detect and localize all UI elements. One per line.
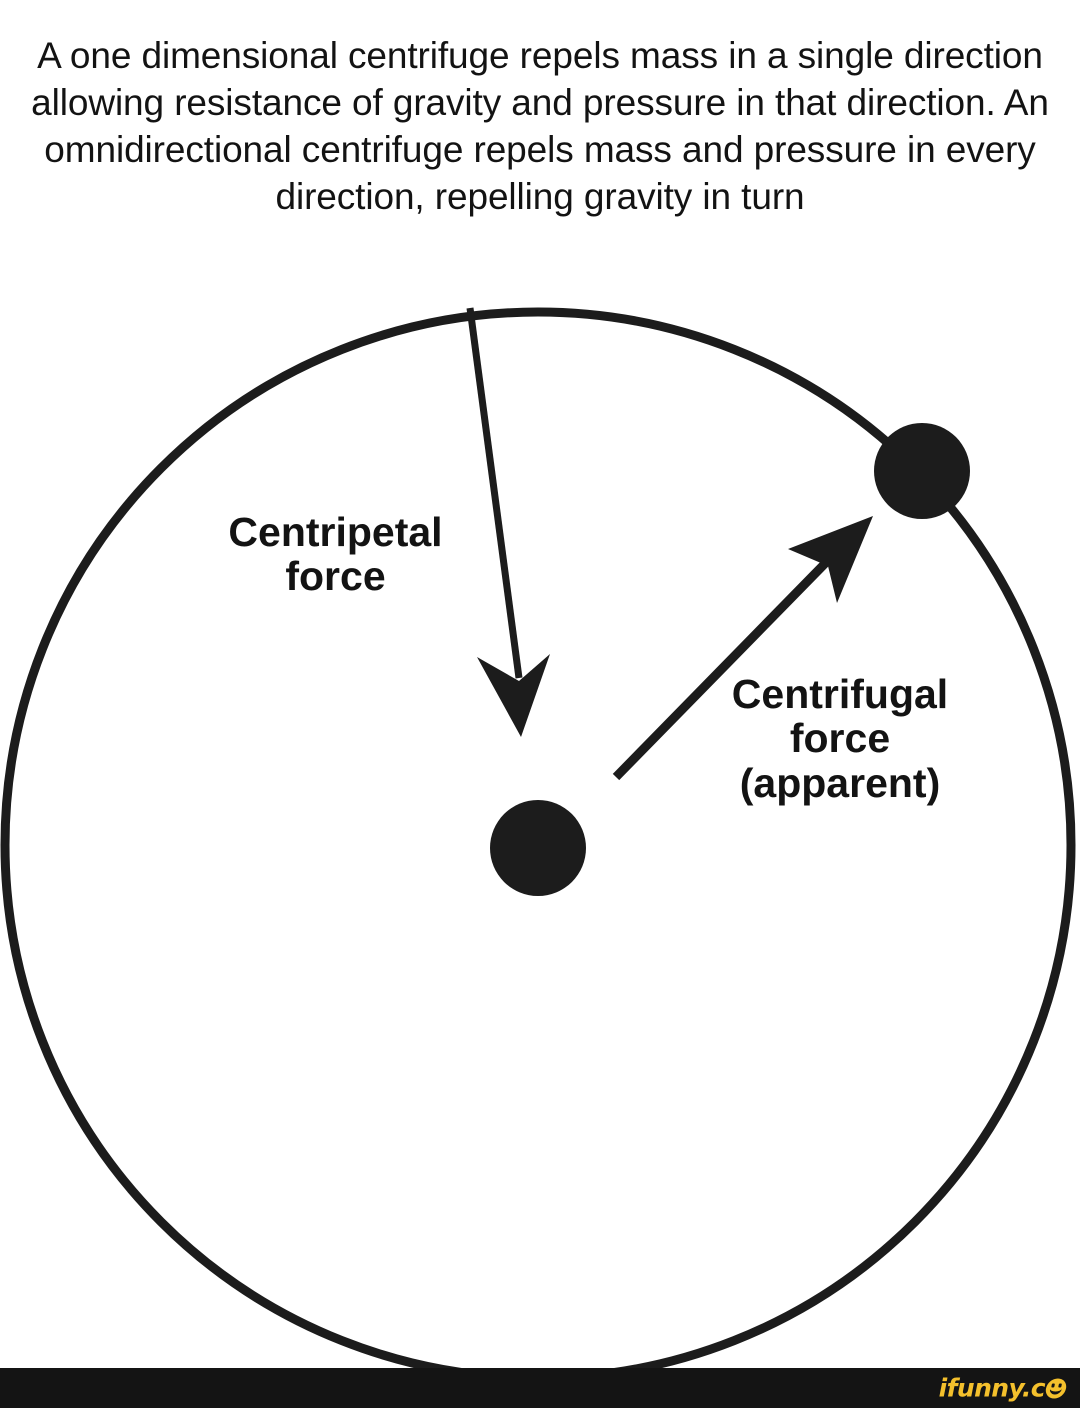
centripetal-arrow-head — [477, 654, 550, 737]
caption-text: A one dimensional centrifuge repels mass… — [31, 35, 1049, 217]
force-diagram — [0, 288, 1080, 1388]
ifunny-watermark: ifunny.c — [938, 1373, 1068, 1403]
centrifugal-force-label: Centrifugal force (apparent) — [731, 671, 949, 806]
watermark-bar: ifunny.c — [0, 1368, 1080, 1408]
centrifugal-arrow-shaft — [612, 536, 852, 781]
orbiting-mass-dot — [874, 423, 970, 519]
centripetal-force-label: Centripetal force — [228, 509, 443, 600]
watermark-text: ifunny.c — [938, 1373, 1046, 1403]
smiley-face-icon — [1044, 1378, 1068, 1398]
diagram-svg — [0, 307, 1076, 1383]
center-mass-dot — [490, 800, 586, 896]
centrifugal-arrow-head — [788, 516, 873, 603]
centripetal-arrow-shaft — [466, 307, 523, 679]
